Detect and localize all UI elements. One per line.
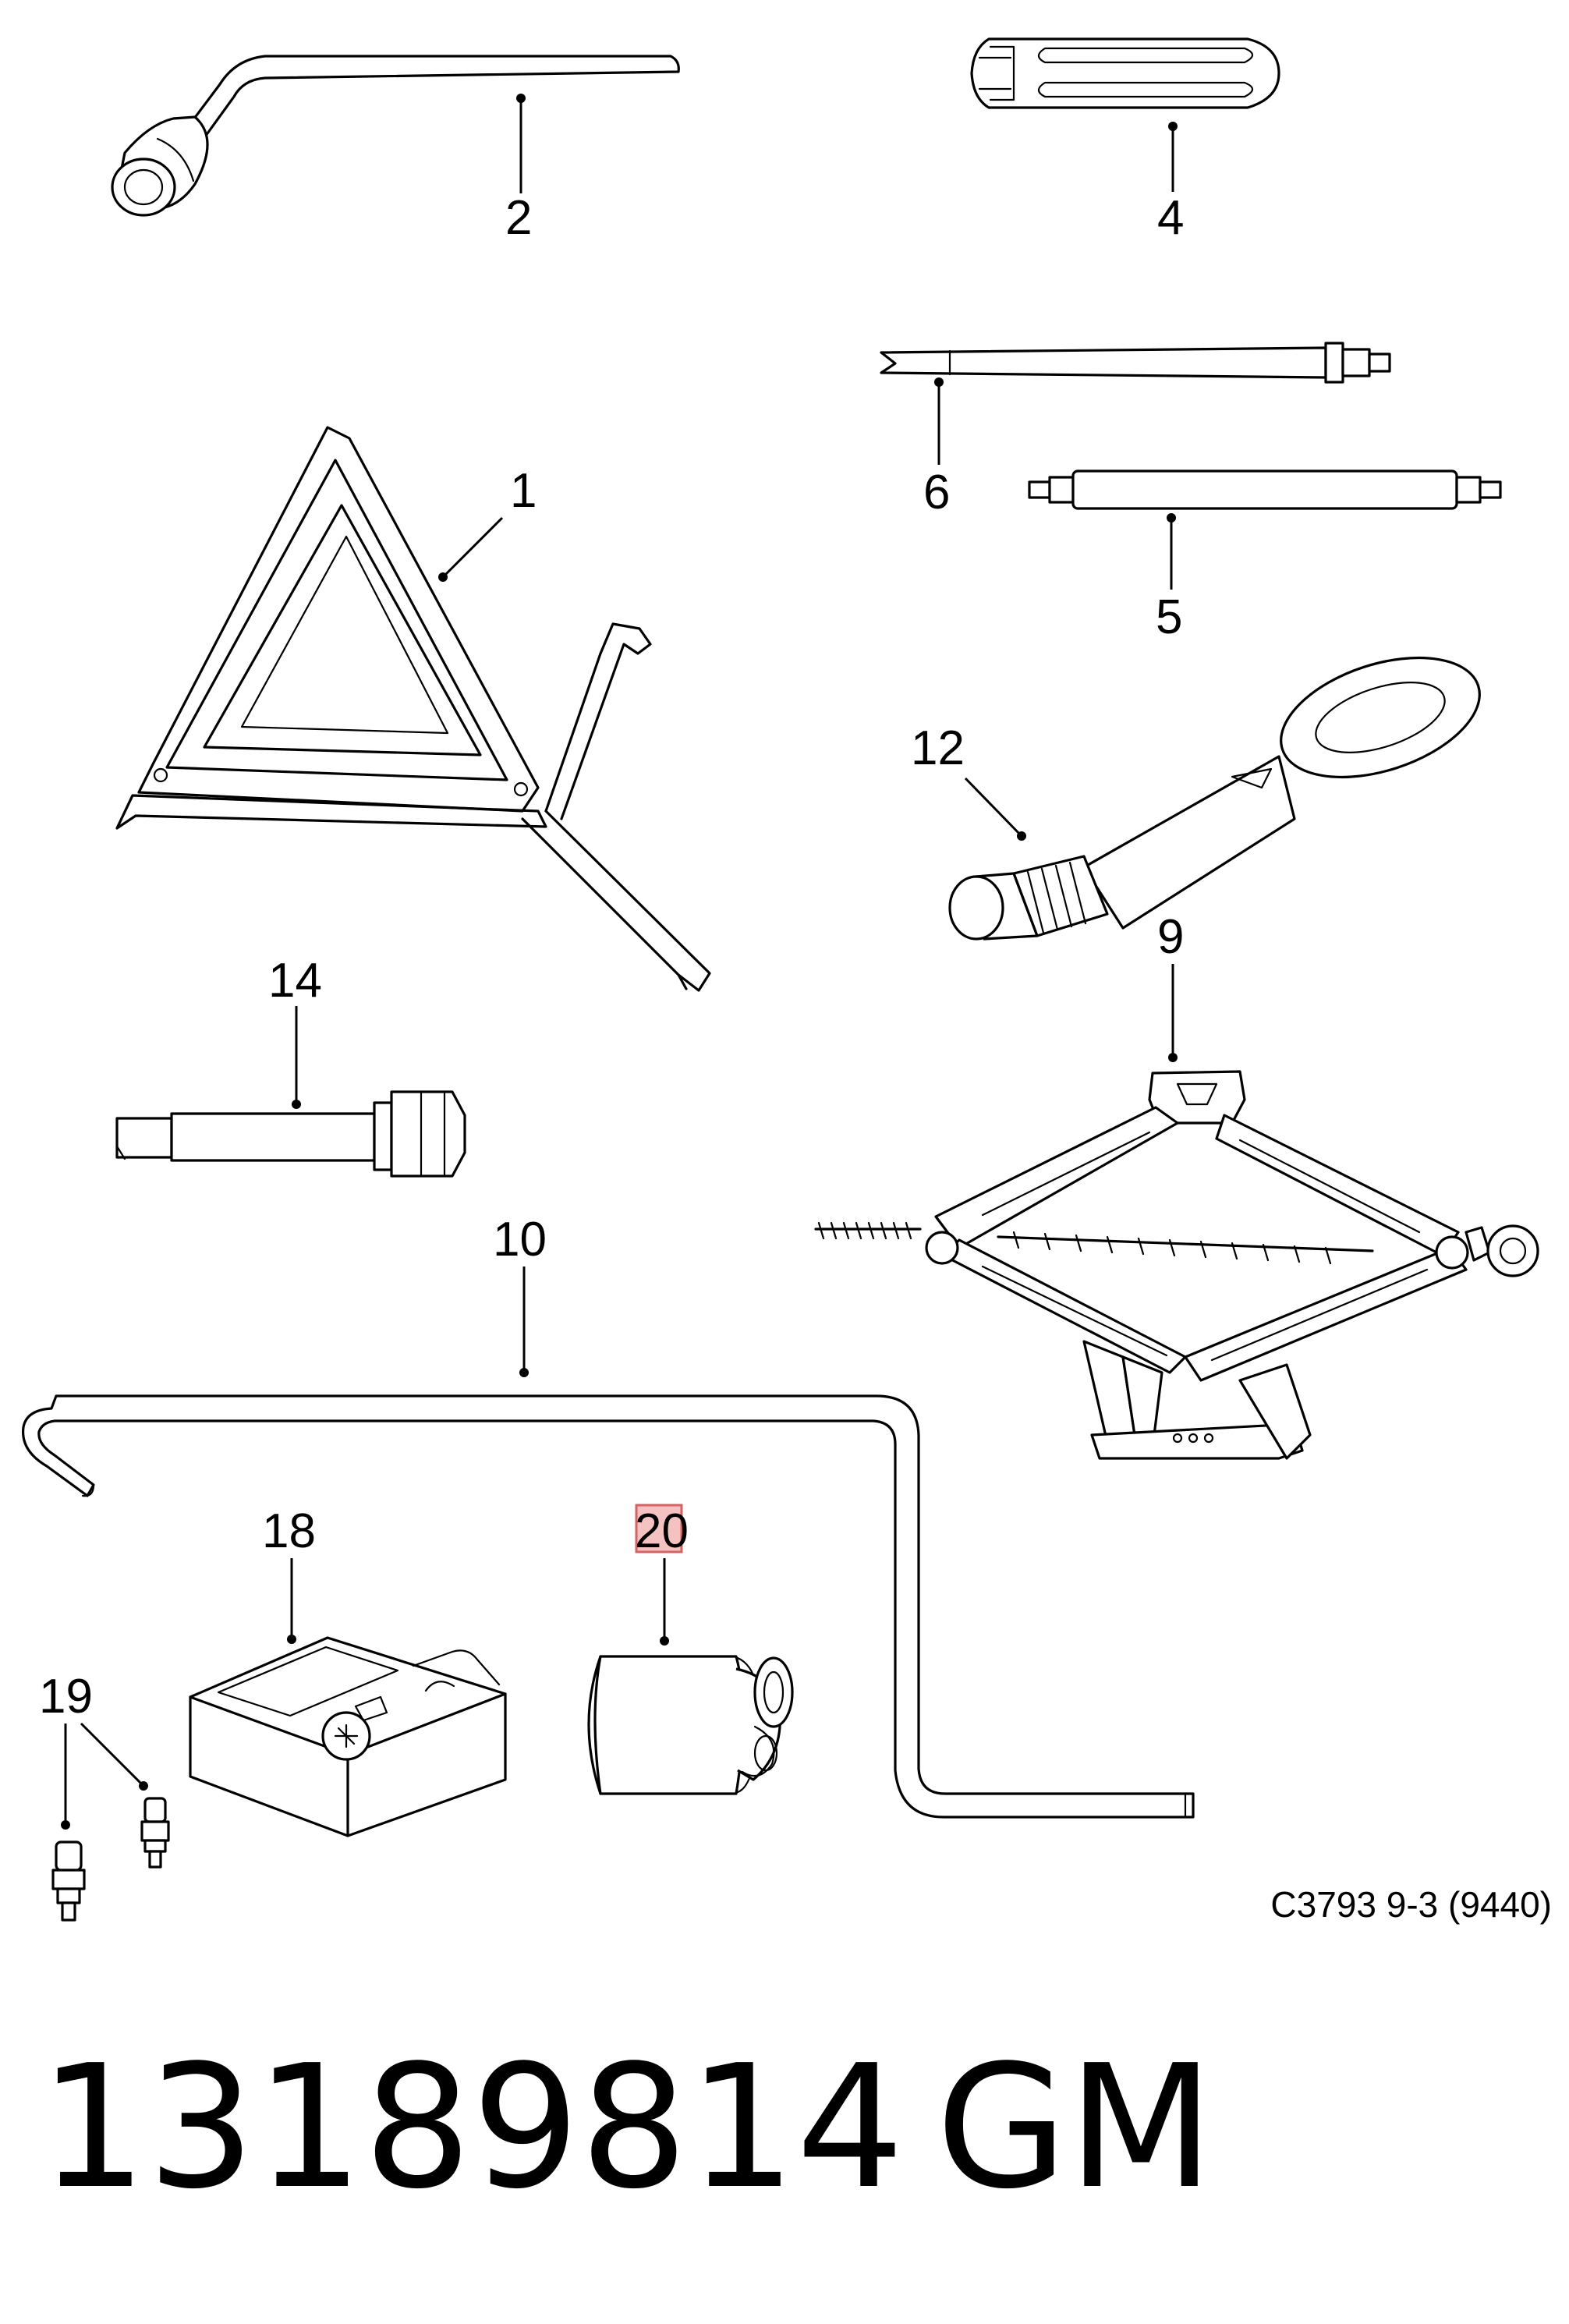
callout-18: 18	[262, 1504, 316, 1558]
part-18-compressor	[189, 1636, 507, 1837]
callout-4: 4	[1157, 191, 1184, 245]
part-12-tow-eye	[948, 656, 1481, 941]
callout-6: 6	[923, 466, 950, 519]
part-1-warning-triangle	[115, 426, 711, 992]
callout-leaders	[61, 94, 1178, 1830]
parts-diagram: 2 4 6 5 1 12 9 14 10 18 20 19 C3793 9-3 …	[21, 37, 1552, 1925]
part-5-extension-bar	[1028, 469, 1502, 510]
callout-14: 14	[268, 954, 322, 1008]
part-4-screwdriver-handle	[970, 37, 1280, 109]
brand-name: GM	[936, 2029, 1215, 2227]
callout-5: 5	[1156, 590, 1182, 644]
part-2-lug-wrench	[111, 55, 680, 217]
callout-10: 10	[493, 1213, 547, 1267]
callout-9: 9	[1157, 910, 1184, 964]
part-9-scissor-jack	[814, 1070, 1539, 1460]
part-20-sealant-bottle	[587, 1655, 794, 1795]
part-14-socket-adapter	[115, 1090, 466, 1178]
diagram-reference: C3793 9-3 (9440)	[1270, 1884, 1552, 1925]
callout-12: 12	[911, 721, 965, 775]
callout-2: 2	[505, 191, 532, 245]
callout-19: 19	[39, 1670, 93, 1724]
part-10-crank-handle	[21, 1394, 1195, 1819]
part-number: 13189814	[39, 2029, 905, 2227]
part-19-valve-adapters	[51, 1797, 170, 1922]
part-6-flat-bit	[880, 342, 1391, 384]
callout-20: 20	[635, 1504, 689, 1558]
highlight-box	[635, 1504, 683, 1553]
callout-1: 1	[510, 464, 537, 518]
